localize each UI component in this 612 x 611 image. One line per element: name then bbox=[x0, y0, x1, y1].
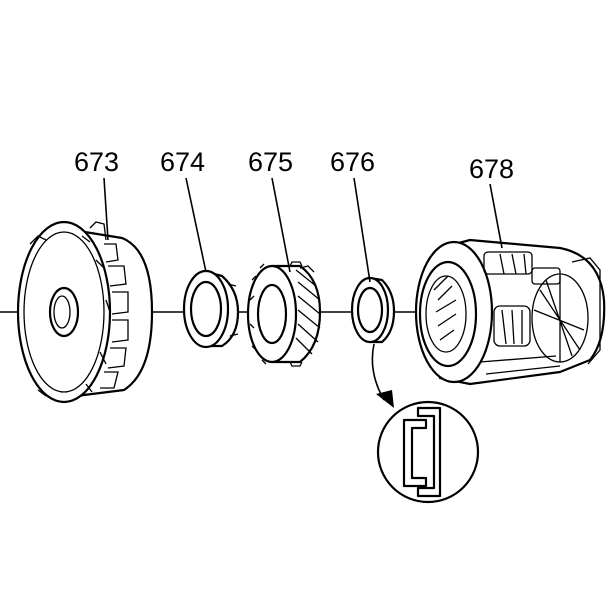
label-676: 676 bbox=[330, 147, 375, 177]
label-674: 674 bbox=[160, 147, 205, 177]
part-675-gear bbox=[246, 261, 322, 367]
leader-lines bbox=[103, 177, 503, 283]
bearing-cross-section-detail bbox=[376, 400, 480, 504]
part-678-carrier bbox=[414, 238, 606, 386]
part-673-drum bbox=[16, 220, 154, 404]
detail-arrow bbox=[371, 343, 394, 408]
carrier-pinions bbox=[433, 251, 601, 375]
part-674-bearing bbox=[182, 269, 240, 349]
part-676-bearing bbox=[350, 276, 396, 344]
drum-teeth bbox=[89, 221, 129, 389]
label-678: 678 bbox=[469, 154, 514, 184]
gear-teeth bbox=[289, 261, 321, 367]
label-675: 675 bbox=[248, 147, 293, 177]
label-673: 673 bbox=[74, 147, 119, 177]
